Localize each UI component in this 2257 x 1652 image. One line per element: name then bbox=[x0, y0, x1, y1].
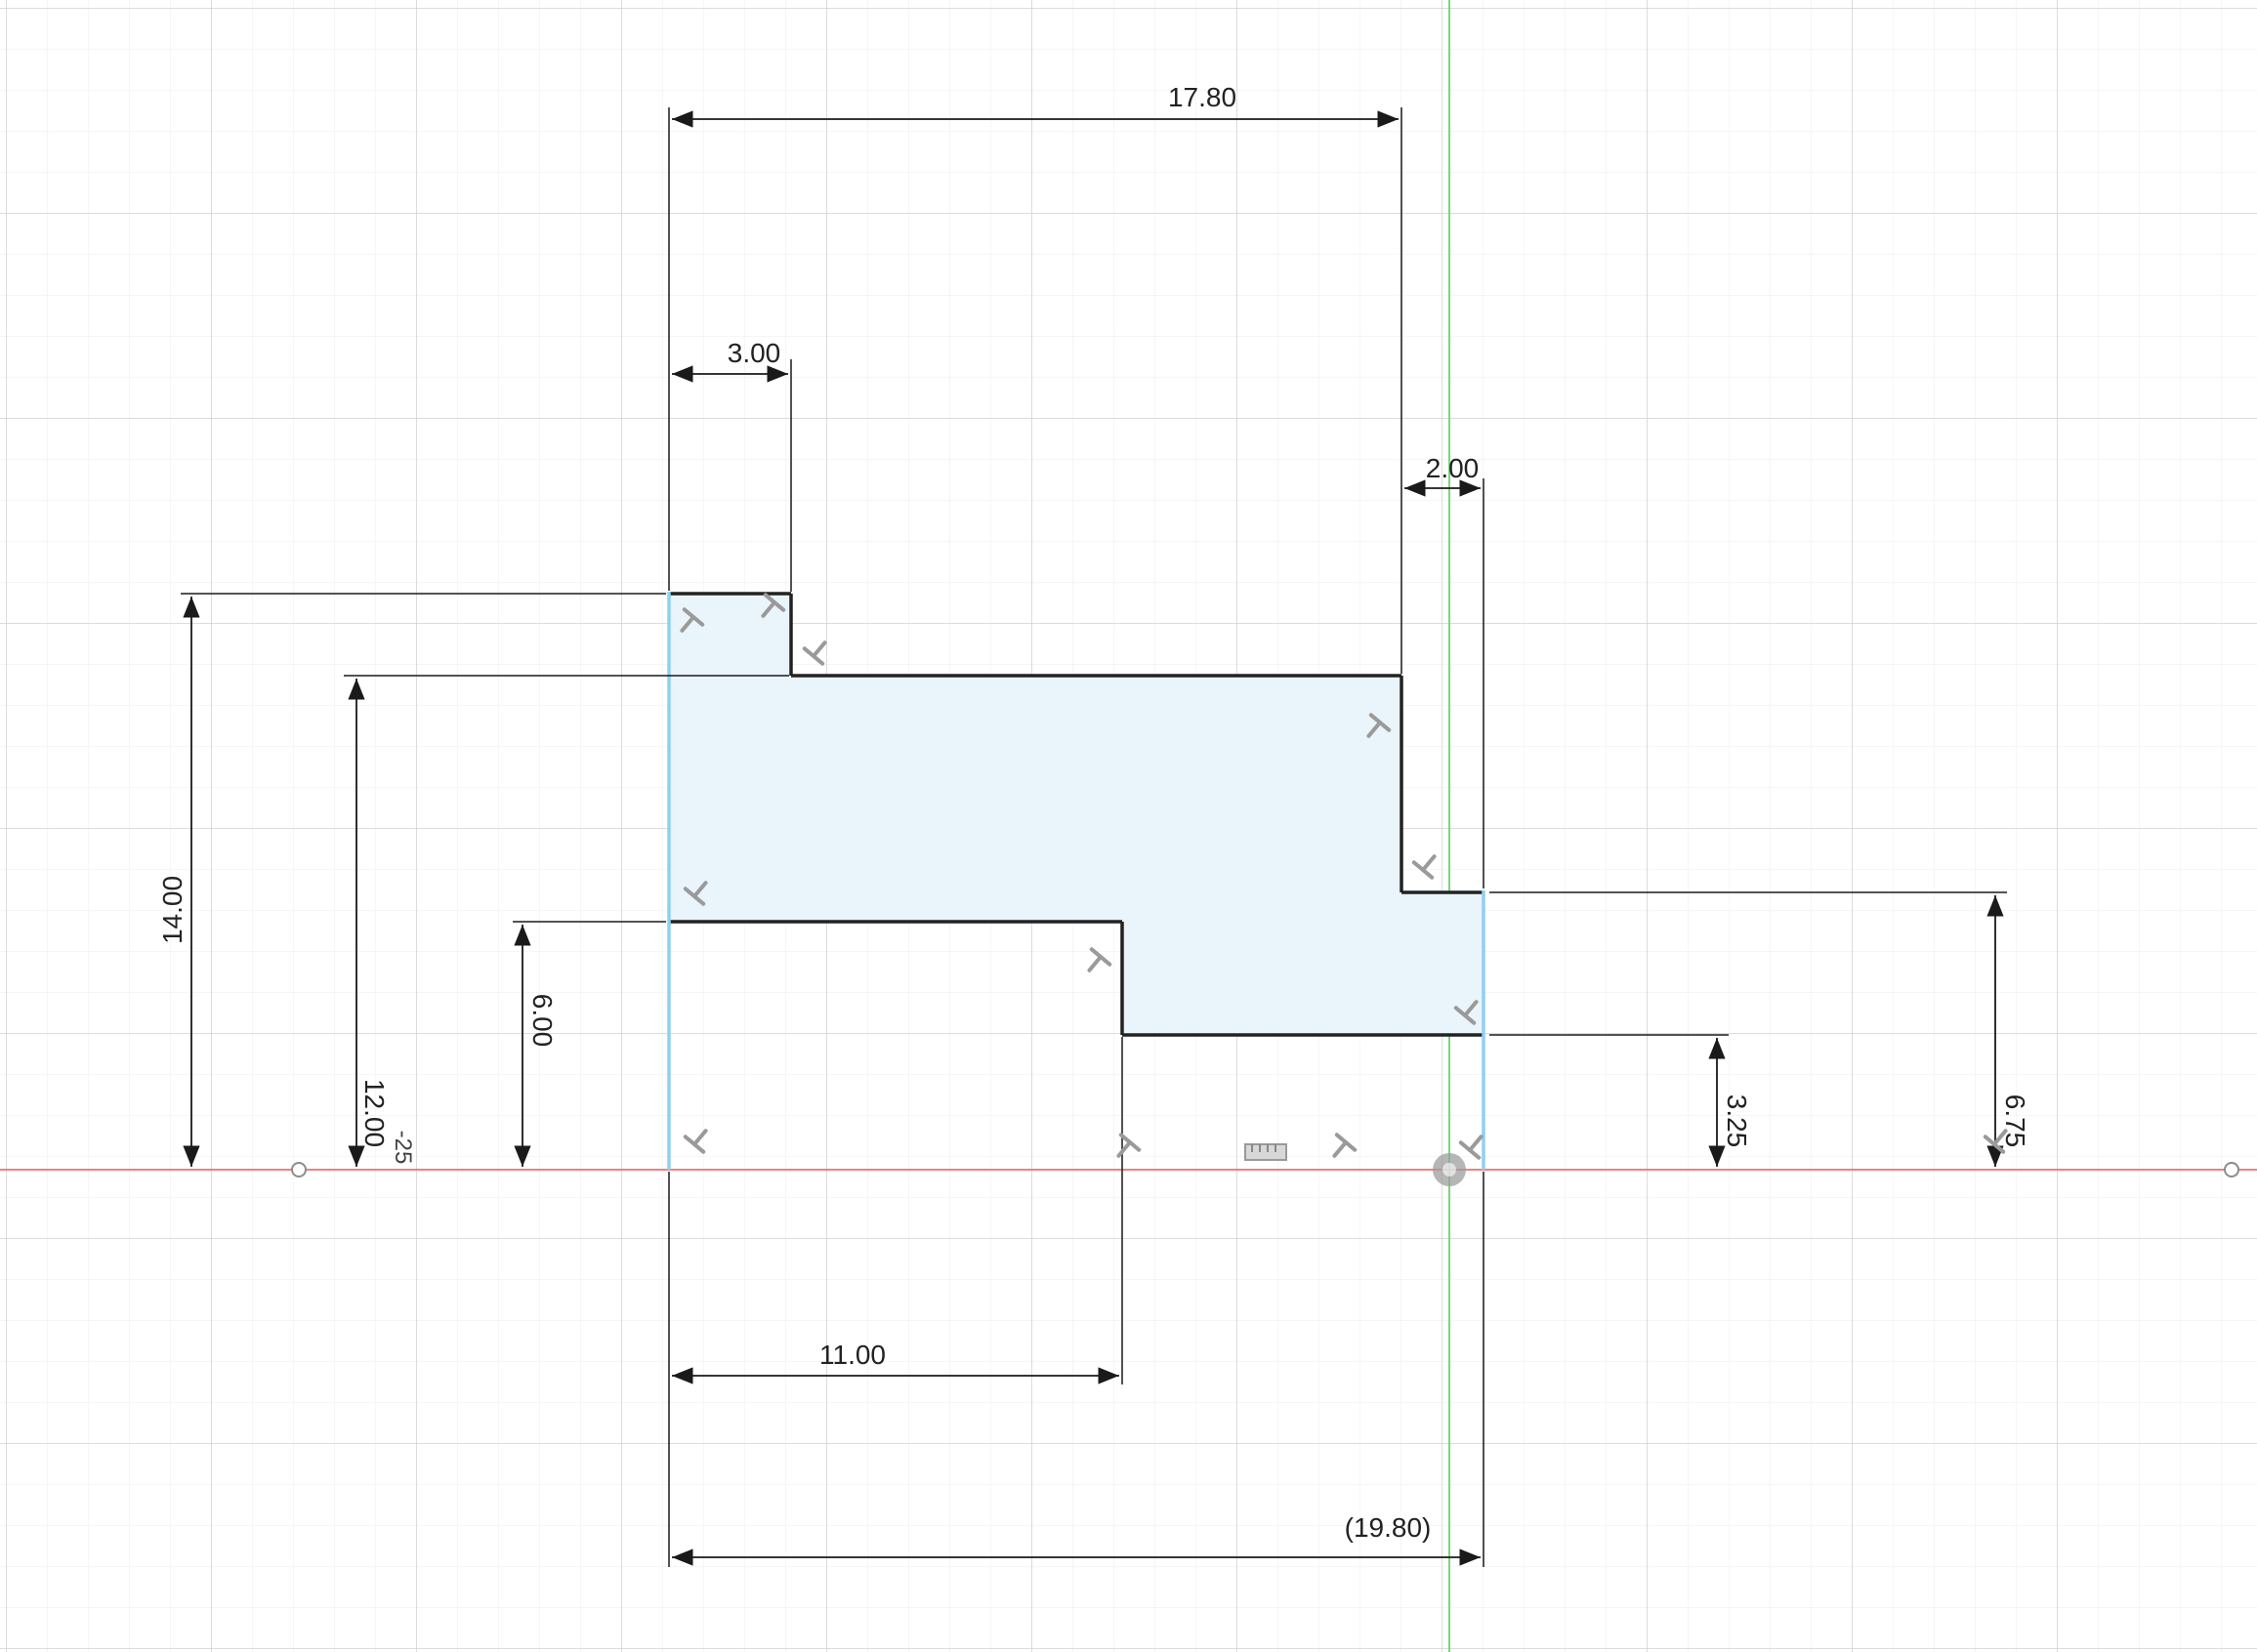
constraint-glyphs bbox=[680, 593, 2008, 1160]
horizontal-vertical-constraint-icon bbox=[1366, 713, 1392, 738]
horizontal-vertical-constraint-icon bbox=[1453, 1000, 1479, 1025]
horizontal-vertical-constraint-icon bbox=[1332, 1133, 1358, 1158]
profile-edges[interactable] bbox=[669, 592, 1484, 1037]
horizontal-vertical-constraint-icon bbox=[683, 881, 708, 906]
dimension-right-low-height[interactable]: 3.25 bbox=[1722, 1094, 1752, 1148]
horizontal-vertical-constraint-icon bbox=[1411, 854, 1437, 880]
axis-endpoint-right[interactable] bbox=[2224, 1162, 2239, 1177]
dimension-reference-width[interactable]: (19.80) bbox=[1345, 1512, 1432, 1543]
origin-icon[interactable] bbox=[1433, 1153, 1466, 1186]
axis-endpoint-left[interactable] bbox=[291, 1162, 307, 1177]
extension-lines bbox=[181, 107, 2007, 1567]
dimension-height-lower[interactable]: 6.00 bbox=[527, 994, 558, 1048]
dimension-height-total[interactable]: 14.00 bbox=[157, 876, 188, 944]
dimension-minor-value[interactable]: -25 bbox=[390, 1131, 416, 1165]
horizontal-vertical-constraint-icon bbox=[1458, 1135, 1484, 1160]
horizontal-vertical-constraint-icon bbox=[1116, 1133, 1142, 1158]
dimension-lower-width[interactable]: 11.00 bbox=[819, 1340, 886, 1370]
dimension-height-upper[interactable]: 12.00 bbox=[359, 1079, 390, 1147]
horizontal-vertical-constraint-icon bbox=[1983, 1129, 2008, 1154]
midpoint-icon bbox=[1244, 1143, 1287, 1161]
horizontal-vertical-constraint-icon bbox=[680, 607, 705, 633]
dimension-lines bbox=[183, 110, 2004, 1566]
selected-edges[interactable] bbox=[667, 592, 1485, 1170]
horizontal-vertical-constraint-icon bbox=[761, 593, 786, 618]
horizontal-vertical-constraint-icon bbox=[1087, 947, 1112, 972]
horizontal-vertical-constraint-icon bbox=[802, 640, 827, 666]
dimension-overall-width[interactable]: 17.80 bbox=[1168, 82, 1236, 112]
dimension-right-step-height[interactable]: 6.75 bbox=[2000, 1094, 2030, 1148]
sketch-profile[interactable] bbox=[669, 594, 1484, 1035]
dimension-right-offset[interactable]: 2.00 bbox=[1426, 453, 1480, 483]
horizontal-vertical-constraint-icon bbox=[683, 1129, 708, 1154]
dimension-top-step-width[interactable]: 3.00 bbox=[728, 338, 781, 368]
